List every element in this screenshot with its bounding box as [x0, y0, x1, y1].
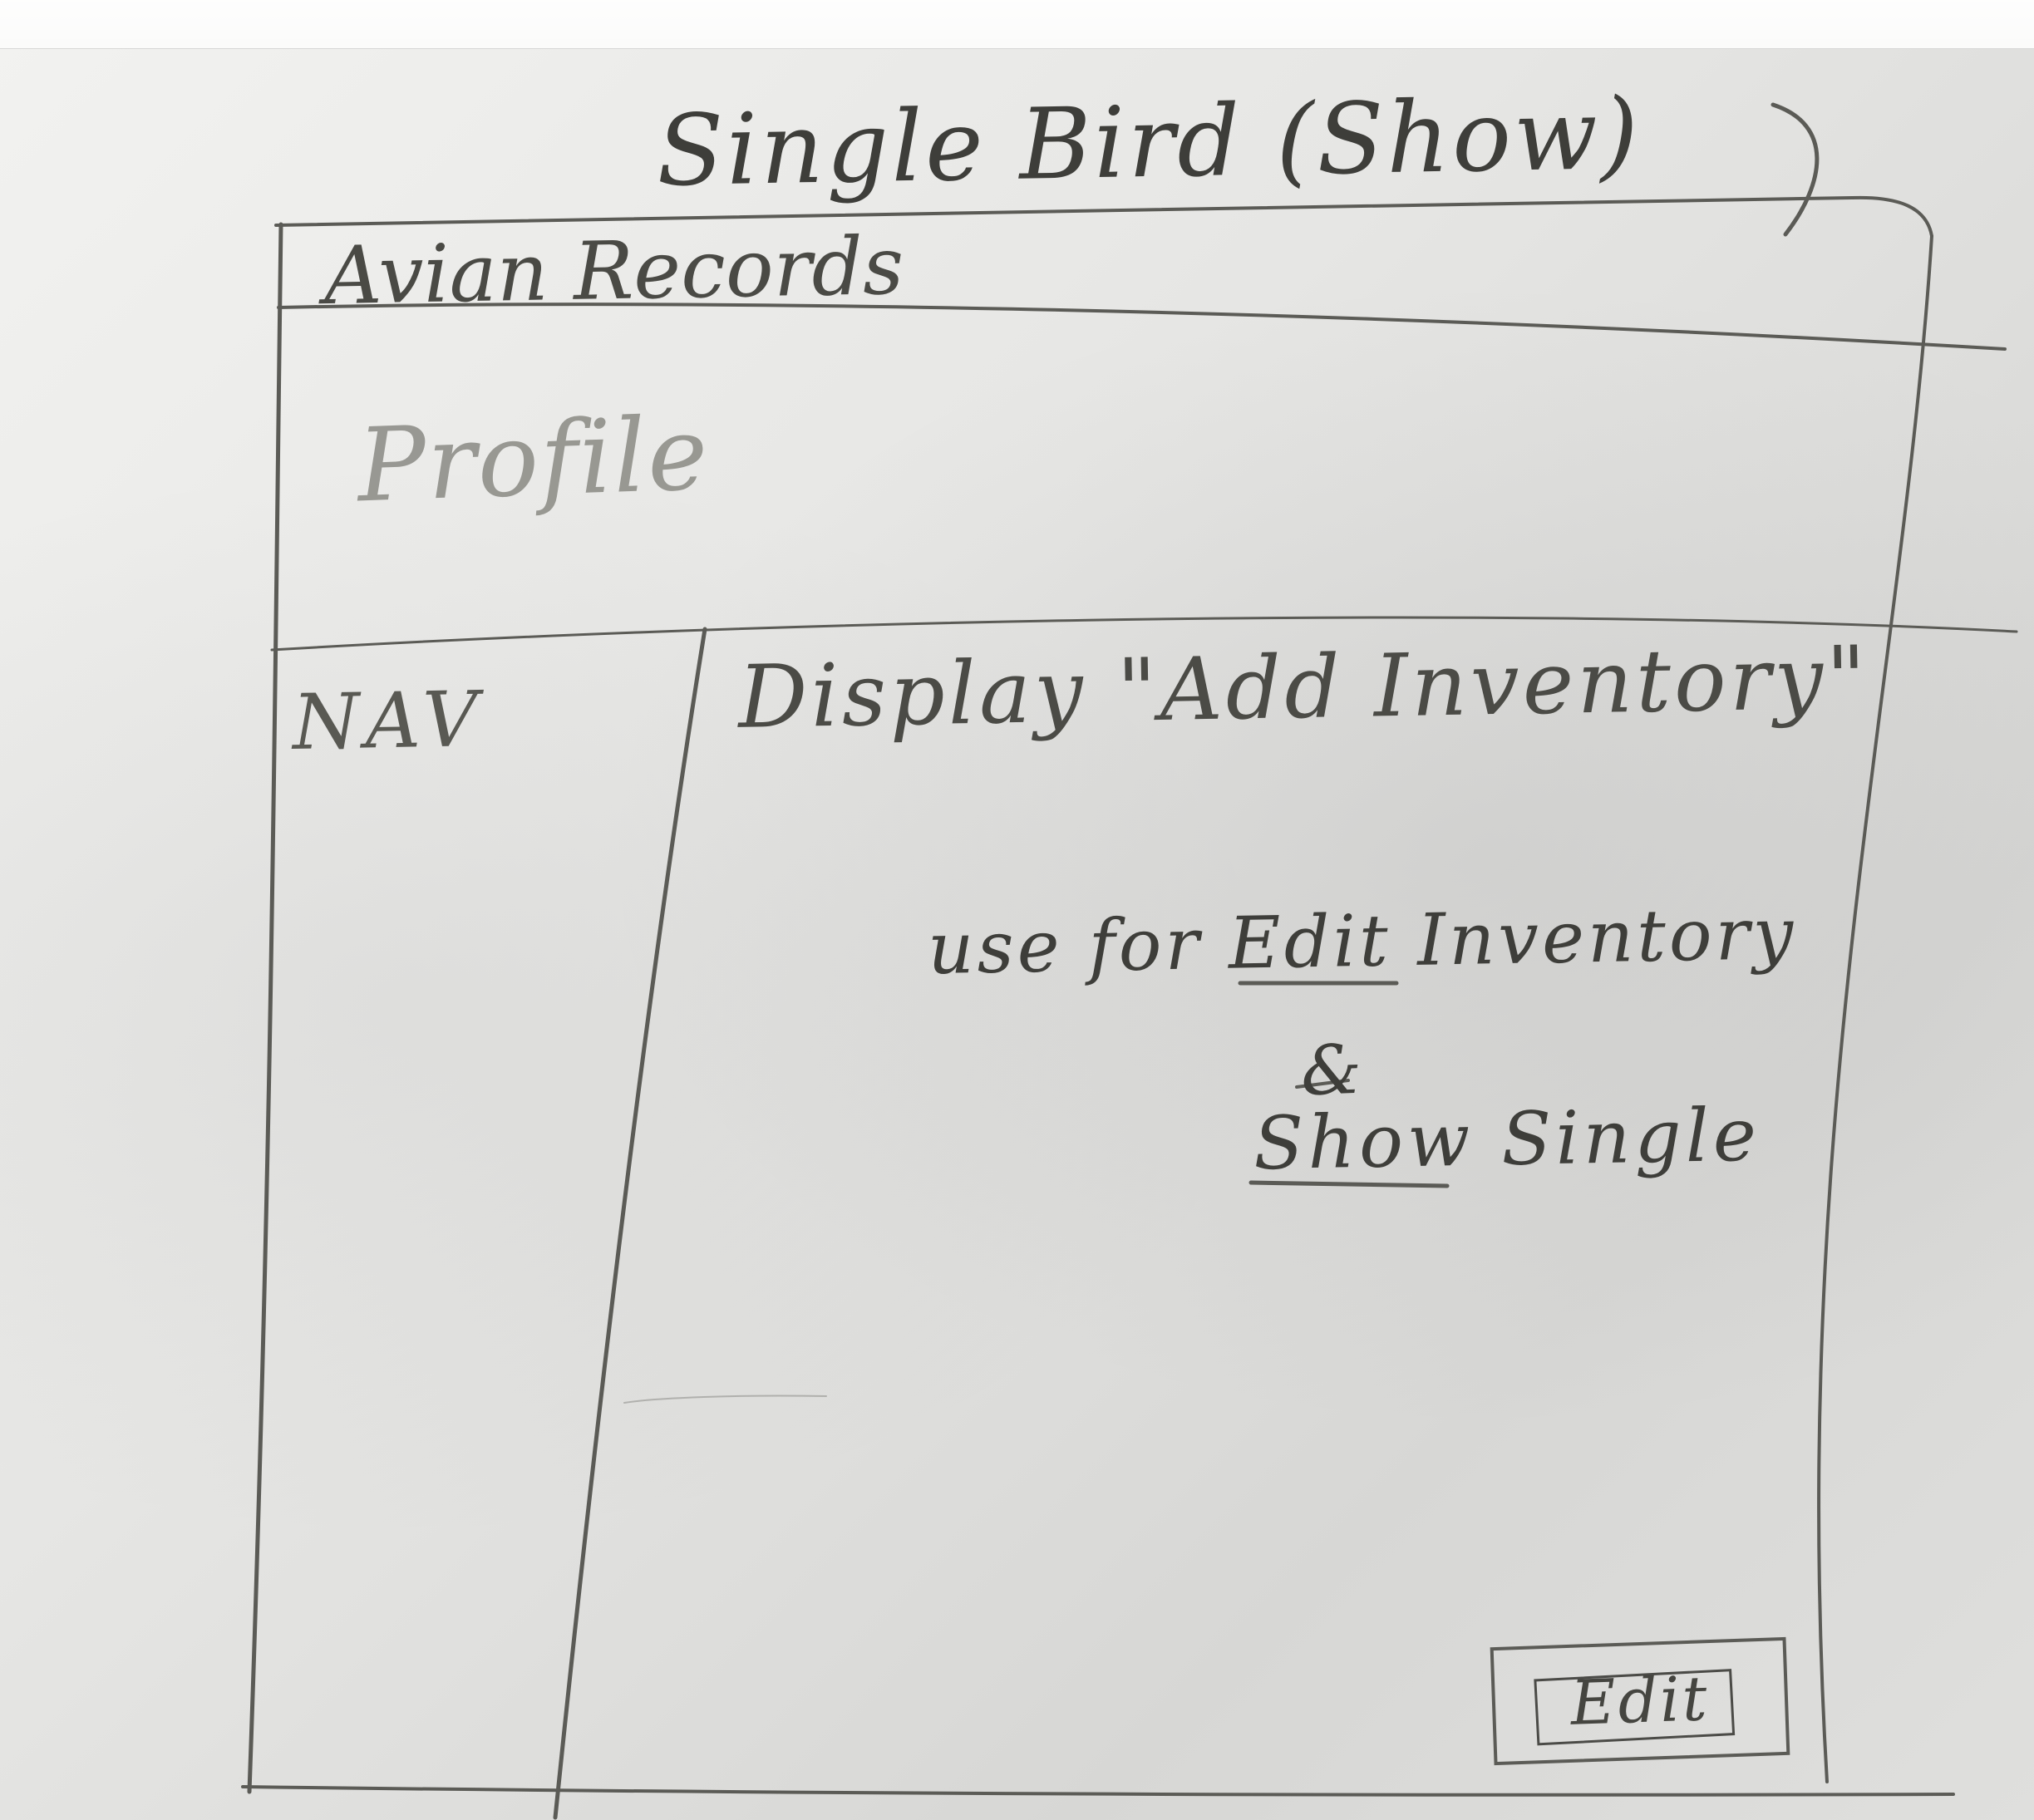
sidebar-nav-label: NAV	[292, 675, 485, 767]
display-note: Display "Add Inventory"	[737, 627, 1870, 748]
show-single-note: Show Single	[1253, 1091, 1761, 1187]
edit-button[interactable]: Edit	[1490, 1636, 1790, 1766]
outer-frame-right	[1817, 234, 1933, 1783]
outer-frame-top	[274, 195, 1933, 238]
outer-frame-left	[247, 222, 283, 1794]
header-divider	[277, 303, 2007, 351]
profile-section-label: Profile	[355, 394, 712, 525]
page-title: Single Bird (Show)	[655, 76, 1642, 209]
edit-inventory-note: use for Edit Inventory	[927, 892, 1798, 991]
show-underline	[1248, 1180, 1450, 1188]
ampersand-underline	[1295, 1079, 1350, 1089]
edit-button-label: Edit	[1569, 1663, 1711, 1739]
profile-divider	[270, 616, 2018, 652]
sidebar-divider	[553, 627, 707, 1820]
ampersand-note: &	[1299, 1030, 1363, 1112]
app-name: Avian Records	[323, 219, 905, 323]
outer-frame-bottom	[241, 1785, 1955, 1797]
title-bracket-right	[1771, 102, 1820, 237]
nav-tail	[623, 1395, 827, 1404]
